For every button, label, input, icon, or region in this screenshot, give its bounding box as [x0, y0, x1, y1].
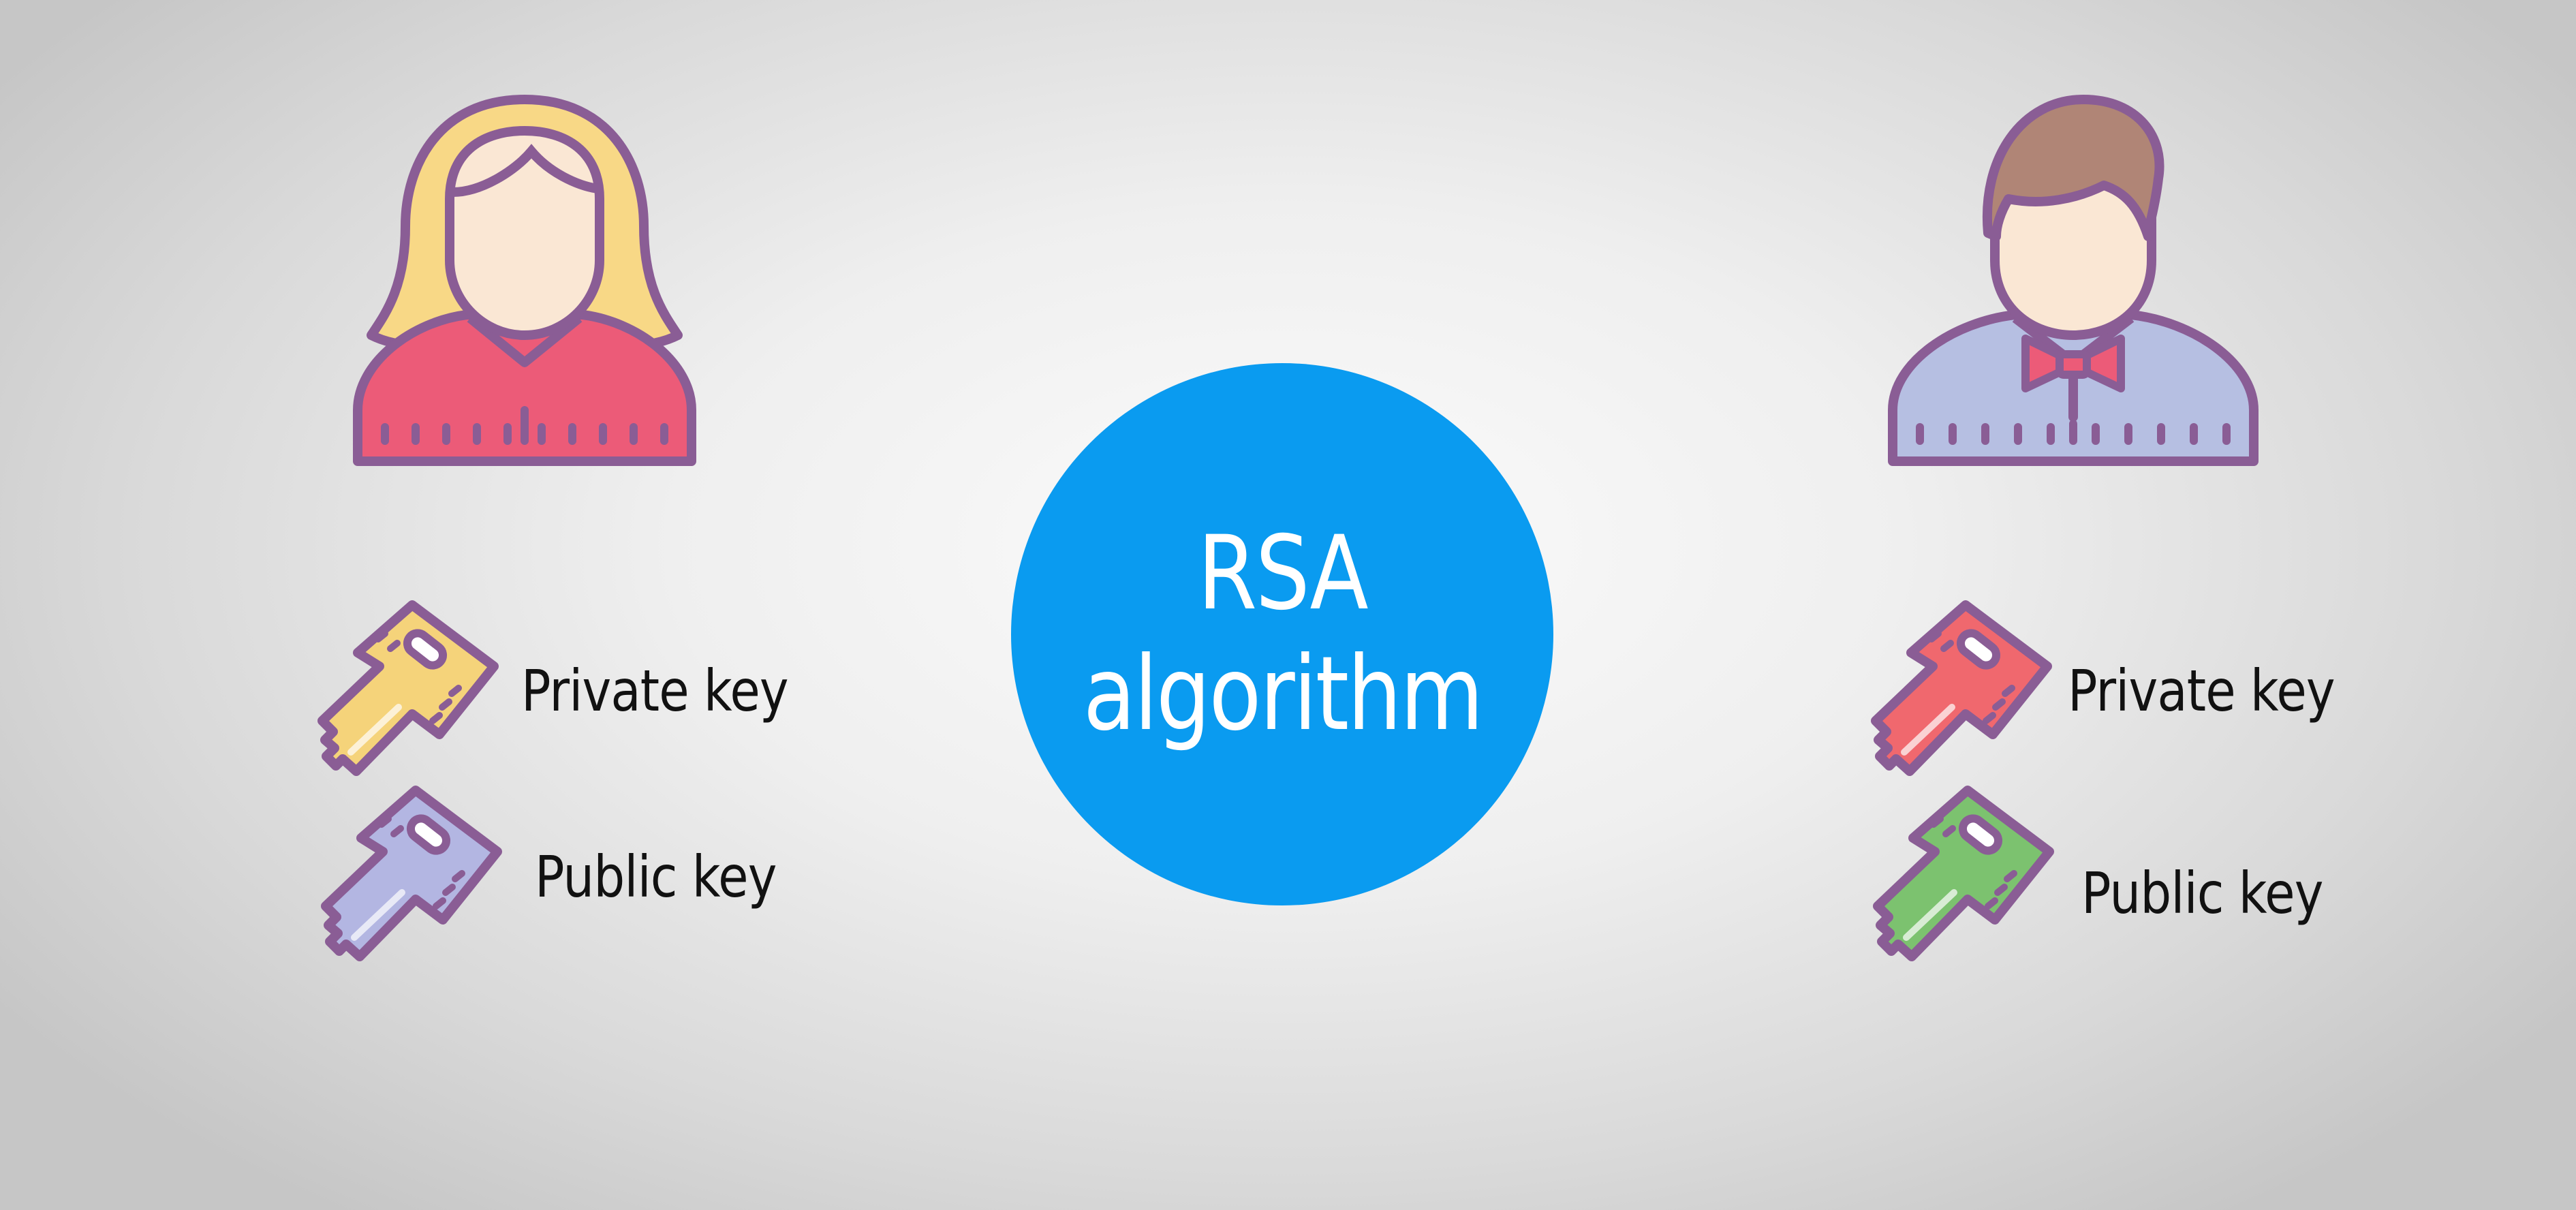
woman-avatar-icon — [353, 95, 696, 466]
right-private-key-label: Private key — [2068, 657, 2336, 724]
key-icon — [307, 777, 511, 981]
center-title-line1: RSA — [1197, 514, 1369, 633]
key-icon — [303, 591, 508, 796]
man-avatar-icon — [1888, 95, 2259, 466]
right-public-key-label: Public key — [2081, 860, 2323, 927]
key-icon — [1859, 777, 2063, 981]
center-title-line2: algorithm — [1083, 635, 1483, 754]
left-public-key-label: Public key — [535, 843, 777, 910]
left-private-key-label: Private key — [521, 657, 789, 724]
key-icon — [1857, 591, 2061, 796]
rsa-algorithm-circle: RSA algorithm — [1011, 363, 1553, 905]
